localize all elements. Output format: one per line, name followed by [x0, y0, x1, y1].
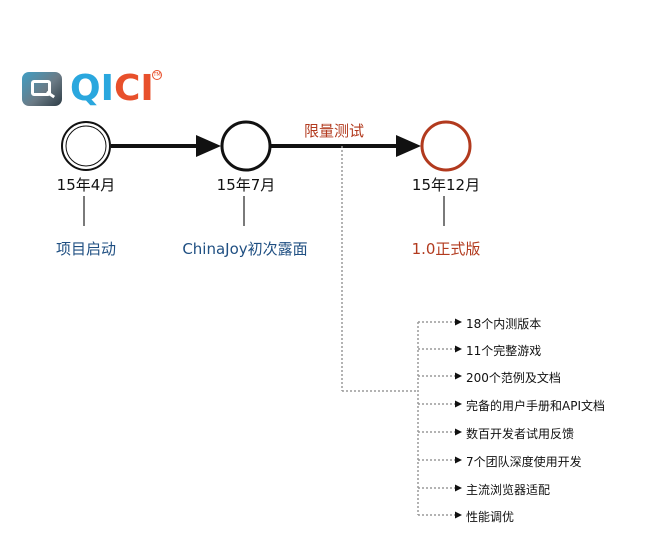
milestone-2-circle [220, 120, 272, 172]
qici-logo: QICI TM [20, 66, 170, 112]
milestone-1-circle [61, 121, 111, 171]
item-arrow-head [455, 484, 462, 492]
item-arrow-head [455, 400, 462, 408]
milestone-1-circle-inner [65, 125, 107, 167]
trademark-badge: TM [152, 70, 162, 80]
timeline-arrowhead-1 [196, 135, 221, 157]
item-arrow-head [455, 372, 462, 380]
item-arrow-head [455, 428, 462, 436]
milestone-2-date: 15年7月 [216, 176, 276, 194]
feature-item-5: 数百开发者试用反馈 [466, 427, 575, 441]
milestone-3-circle [420, 120, 472, 172]
timeline-arrowhead-2 [396, 135, 421, 157]
limited-test-label: 限量测试 [304, 122, 365, 140]
feature-item-3: 200个范例及文档 [466, 371, 561, 385]
item-arrow-head [455, 318, 462, 326]
feature-item-2: 11个完整游戏 [466, 344, 542, 358]
item-arrow-head [455, 511, 462, 519]
milestone-1-date: 15年4月 [56, 176, 116, 194]
qici-logo-icon [22, 72, 62, 106]
feature-item-4: 完备的用户手册和API文档 [466, 399, 605, 413]
qici-logo-text: QICI [70, 69, 154, 109]
feature-item-7: 主流浏览器适配 [466, 483, 551, 497]
logo-text-main: QI [70, 68, 114, 109]
milestone-2-event: ChinaJoy初次露面 [182, 240, 308, 258]
milestone-3-event: 1.0正式版 [411, 240, 481, 258]
feature-item-6: 7个团队深度使用开发 [466, 455, 582, 469]
logo-text-accent: CI [114, 68, 154, 109]
item-arrow-head [455, 345, 462, 353]
milestone-3-date: 15年12月 [411, 176, 481, 194]
item-arrows [418, 318, 462, 519]
feature-item-8: 性能调优 [466, 510, 515, 524]
item-arrow-head [455, 456, 462, 464]
milestone-1-event: 项目启动 [55, 240, 116, 258]
feature-item-1: 18个内测版本 [466, 317, 542, 331]
